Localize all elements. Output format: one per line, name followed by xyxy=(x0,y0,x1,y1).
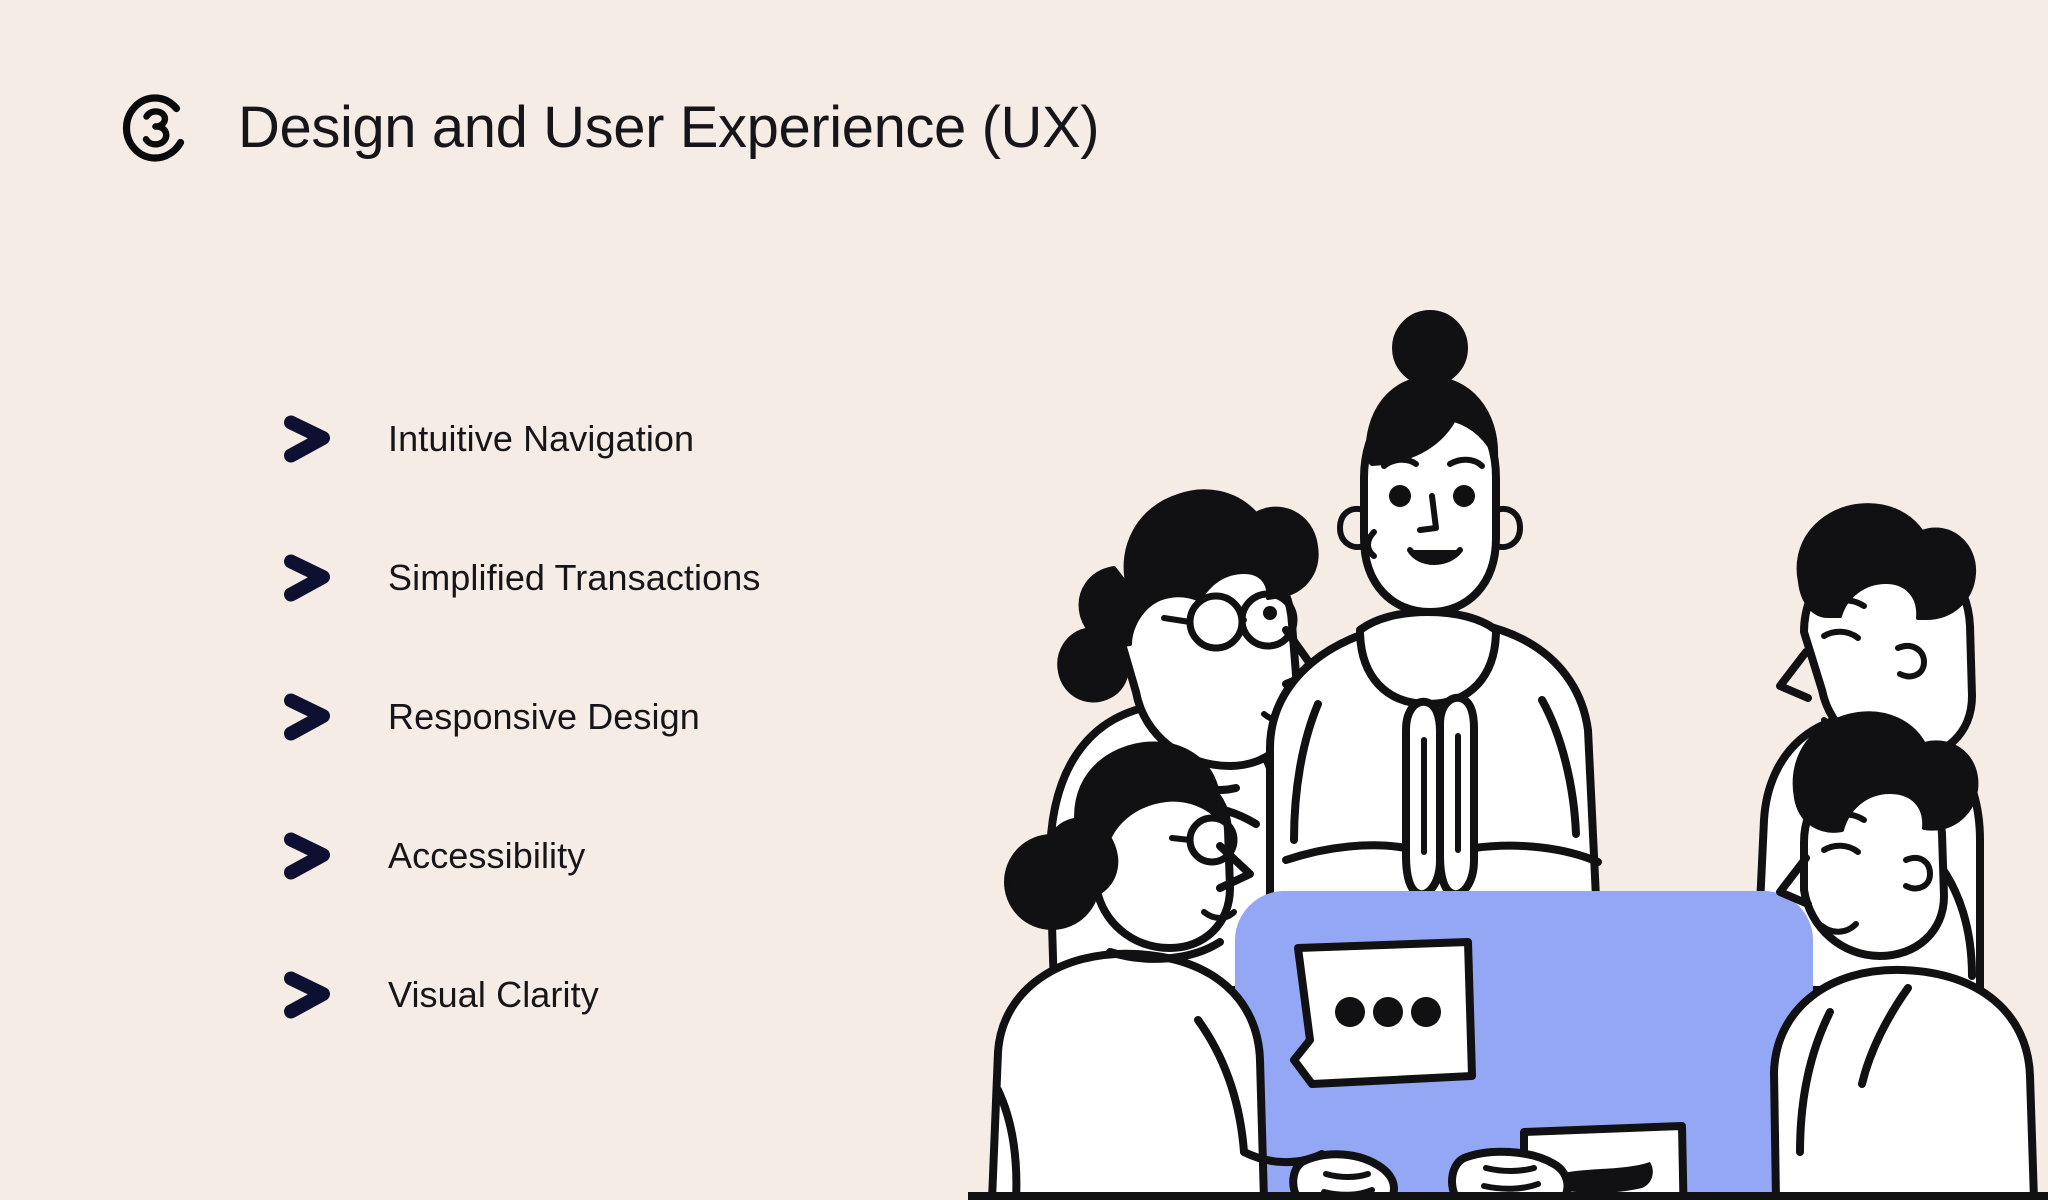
three-dots-icon xyxy=(1335,997,1365,1027)
list-item: Accessibility xyxy=(282,827,922,885)
list-item: Responsive Design xyxy=(282,688,922,746)
page-title: Design and User Experience (UX) xyxy=(238,94,1100,160)
feature-list: Intuitive Navigation Simplified Transact… xyxy=(282,410,922,1024)
person-bottom-right xyxy=(1770,711,2038,1200)
list-item-label: Simplified Transactions xyxy=(388,557,761,598)
list-item-label: Accessibility xyxy=(388,835,586,876)
list-item: Intuitive Navigation xyxy=(282,410,922,468)
team-discussion-illustration: .ln { fill:none; stroke:#111114; stroke-… xyxy=(968,300,2048,1200)
list-item: Simplified Transactions xyxy=(282,549,922,607)
person-bottom-left xyxy=(988,741,1326,1200)
circled-number-badge xyxy=(120,92,192,164)
chevron-right-icon xyxy=(282,415,336,463)
chevron-right-icon xyxy=(282,554,336,602)
ellipsis-card xyxy=(1290,938,1476,1088)
person-center-top xyxy=(1266,310,1602,944)
list-item-label: Intuitive Navigation xyxy=(388,418,695,459)
list-item: Visual Clarity xyxy=(282,966,922,1024)
slide-header: Design and User Experience (UX) xyxy=(120,58,1100,198)
chevron-right-icon xyxy=(282,971,336,1019)
list-item-label: Responsive Design xyxy=(388,696,700,737)
list-item-label: Visual Clarity xyxy=(388,974,599,1015)
chevron-right-icon xyxy=(282,832,336,880)
chevron-right-icon xyxy=(282,693,336,741)
